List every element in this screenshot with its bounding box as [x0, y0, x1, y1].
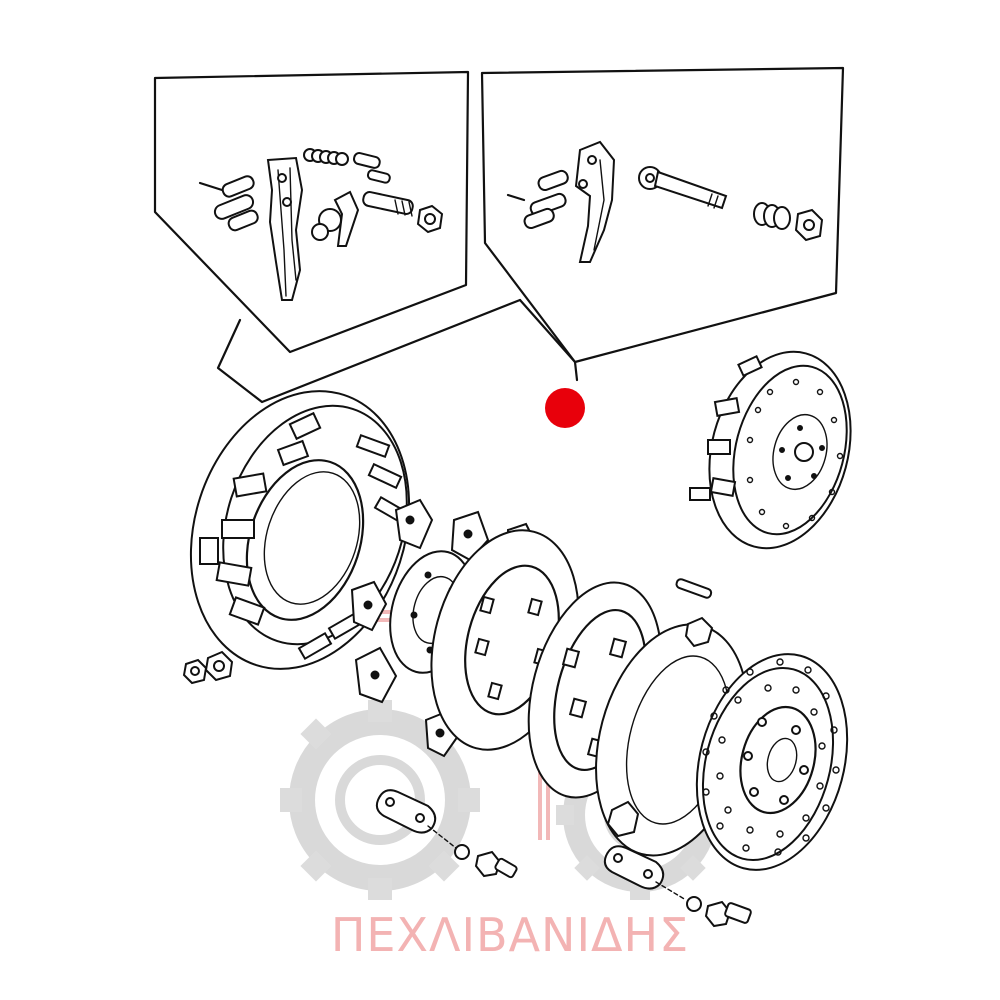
callout-frame-left: [153, 70, 522, 404]
assembled-clutch: [689, 350, 852, 550]
retaining-plate-left: [375, 789, 518, 879]
clutch-disc-organic: [695, 653, 849, 871]
watermark-text: ΠΕΧΛΙΒΑΝΙΔΗΣ: [330, 908, 690, 962]
callout-frame-right: [480, 66, 845, 382]
release-lever-assembly-left: [198, 148, 444, 301]
release-lever-assembly-right: [506, 140, 824, 263]
retaining-plate-right: [603, 845, 752, 928]
red-dot-marker: [545, 388, 585, 428]
